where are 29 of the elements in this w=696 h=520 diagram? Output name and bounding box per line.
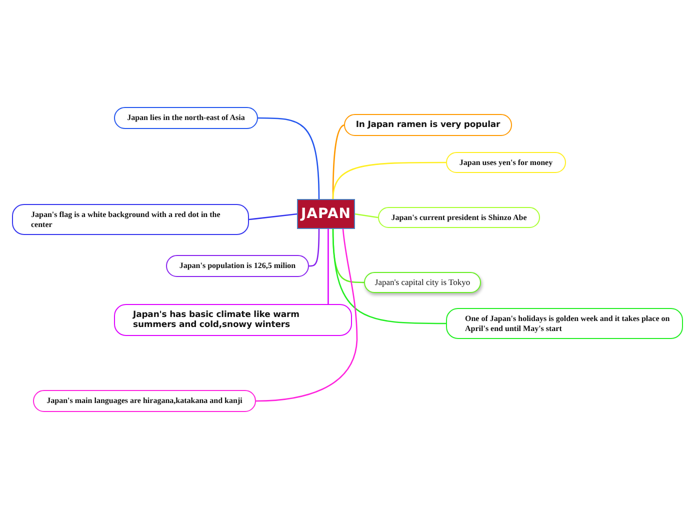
topic-box — [446, 152, 566, 173]
topic-box — [364, 272, 481, 293]
topic-text: Japan lies in the north-east of Asia — [127, 113, 245, 123]
topic-box — [12, 204, 249, 235]
topic-text: In Japan ramen is very popular — [356, 120, 500, 130]
topic-box — [114, 107, 258, 129]
topic-box — [344, 114, 512, 136]
topic-box — [378, 207, 540, 228]
topic-box — [114, 304, 352, 336]
connector-line — [309, 229, 320, 267]
connector-line — [328, 229, 329, 304]
topic-text: Japan's population is 126,5 milion — [179, 261, 296, 271]
topic-text: Japan's capital city is Tokyo — [374, 278, 470, 288]
connector-line — [248, 213, 298, 220]
topic-text: One of Japan's holidays is golden week and it takes place on April's end until May's start — [465, 314, 671, 333]
connector-line — [332, 162, 446, 200]
topic-text: Japan's current president is Shinzo Abe — [391, 212, 527, 222]
topic-text: Japan's flag is a white background with a red dot in the center — [31, 210, 222, 229]
topic-box — [33, 390, 256, 412]
connector-line — [354, 213, 378, 218]
topic-box — [166, 255, 309, 277]
connector-line — [258, 117, 320, 200]
topic-text: Japan uses yen's for money — [459, 158, 553, 168]
connector-line — [256, 228, 358, 402]
topic-text: Japan's main languages are hiragana,katakana and kanji — [46, 396, 242, 406]
central-topic-box: JAPAN — [297, 199, 355, 229]
topic-text: Japan's has basic climate like warm summers and cold,snowy winters — [133, 310, 300, 330]
topic-box — [446, 308, 683, 339]
connector-line — [332, 228, 446, 324]
